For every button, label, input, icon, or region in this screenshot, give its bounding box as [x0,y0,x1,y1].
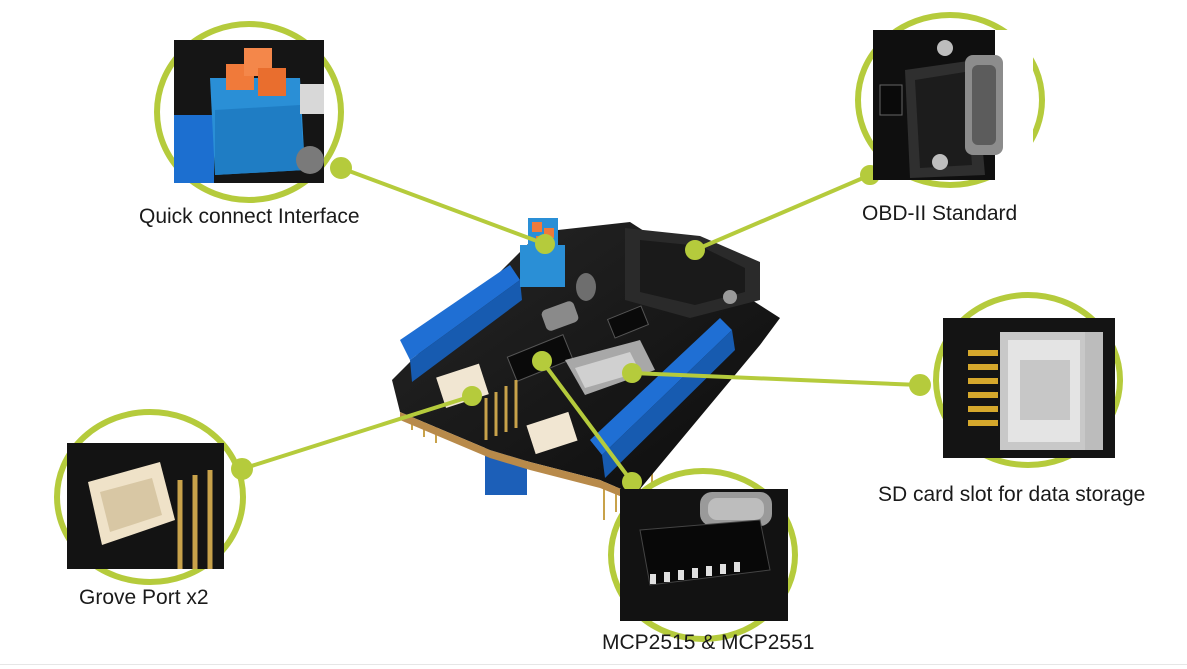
callout-mcp [608,468,798,642]
sd-slot [565,340,655,395]
crystal [541,301,579,331]
callout-ring [933,292,1123,468]
zoom-quick-connect [174,40,324,183]
callout-sd [933,292,1123,468]
leader-lines [231,157,931,492]
callout-ring [855,12,1045,188]
callout-grove [54,409,246,585]
can-bus-shield-board [392,218,780,520]
mcp2551-chip [606,305,650,339]
callout-ring [608,468,798,642]
right-stacking-header [590,318,732,455]
callout-obd [855,12,1045,188]
zoom-mcp [620,489,788,621]
grove-port-2 [526,411,578,455]
zoom-sd [943,318,1115,458]
zoom-grove [67,443,224,569]
label-grove: Grove Port x2 [79,586,209,609]
callout-quick-connect [154,21,344,203]
label-obd: OBD-II Standard [862,202,1018,225]
callout-ring [154,21,344,203]
capacitor [576,273,596,301]
callout-ring [54,409,246,585]
bottom-divider [0,664,1187,665]
left-stacking-header [400,265,520,360]
label-mcp: MCP2515 & MCP2551 [602,631,815,654]
label-quick-connect: Quick connect Interface [139,205,360,228]
zoom-obd [873,30,1033,180]
label-sd: SD card slot for data storage [878,483,1146,506]
